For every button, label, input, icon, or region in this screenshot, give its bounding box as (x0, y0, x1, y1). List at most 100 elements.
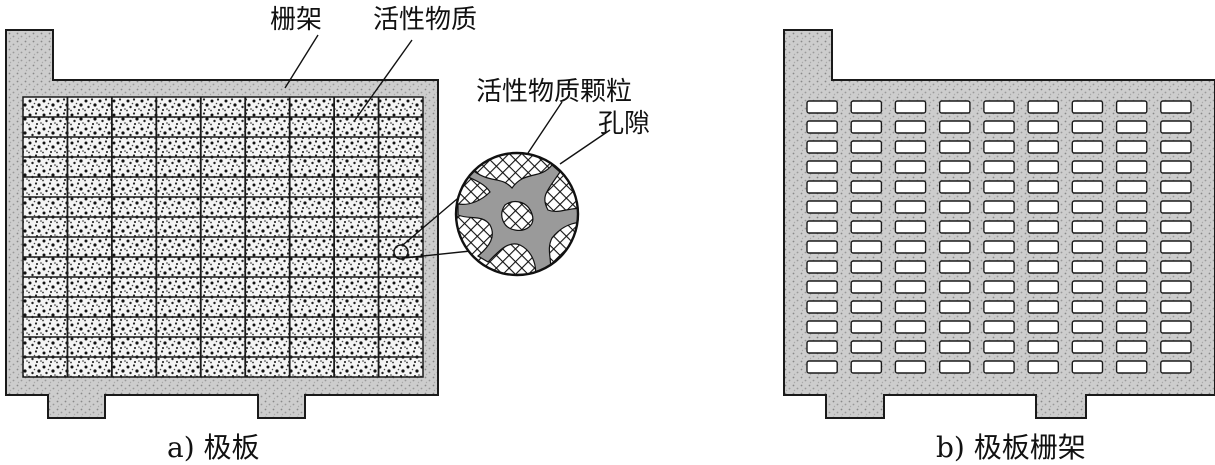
grid-window (894, 300, 927, 314)
grid-window (1071, 340, 1104, 354)
label-active-material: 活性物质 (373, 5, 477, 35)
grid-window (983, 180, 1015, 194)
grid-window (1027, 300, 1059, 314)
grid-window (1160, 320, 1192, 334)
grid-window (894, 280, 927, 294)
grid-window (939, 100, 971, 114)
grid-window (983, 280, 1015, 294)
grid-window (1115, 180, 1148, 194)
leader-active-material (354, 39, 413, 121)
grid-window (850, 180, 883, 194)
plate-a (5, 29, 439, 419)
grid-window (1115, 120, 1148, 134)
grid-window (1071, 140, 1104, 154)
grid-window (1160, 360, 1192, 374)
grid-window (850, 240, 883, 254)
plate-b-grid-windows (806, 100, 1192, 374)
grid-window (939, 200, 971, 214)
grid-window (806, 220, 838, 234)
grid-window (894, 240, 927, 254)
grid-window (894, 200, 927, 214)
plate-a-grid-lines (23, 97, 423, 377)
grid-window (939, 120, 971, 134)
grid-window (939, 160, 971, 174)
grid-window (1071, 260, 1104, 274)
plate-b (783, 29, 1215, 419)
label-grid: 栅架 (270, 5, 322, 35)
grid-window (983, 140, 1015, 154)
grid-window (1027, 200, 1059, 214)
leader-grid (284, 34, 319, 89)
grid-window (1027, 140, 1059, 154)
grid-window (1115, 340, 1148, 354)
grid-window (1115, 240, 1148, 254)
grid-window (939, 180, 971, 194)
grid-window (983, 200, 1015, 214)
grid-window (1115, 320, 1148, 334)
grid-window (939, 240, 971, 254)
grid-window (1071, 360, 1104, 374)
grid-window (1071, 280, 1104, 294)
grid-window (894, 180, 927, 194)
grid-window (1160, 280, 1192, 294)
grid-window (894, 360, 927, 374)
grid-window (894, 220, 927, 234)
grid-window (806, 360, 838, 374)
grid-window (1115, 260, 1148, 274)
caption-a: a) 极板 (167, 431, 260, 464)
leader-pores (559, 129, 611, 165)
grid-window (983, 100, 1015, 114)
grid-window (806, 160, 838, 174)
grid-window (983, 260, 1015, 274)
grid-window (1160, 100, 1192, 114)
grid-window (894, 340, 927, 354)
grid-window (1027, 100, 1059, 114)
grid-window (806, 180, 838, 194)
grid-window (850, 140, 883, 154)
grid-window (850, 360, 883, 374)
grid-window (894, 320, 927, 334)
grid-window (806, 240, 838, 254)
caption-b: b) 极板栅架 (936, 431, 1086, 464)
grid-window (894, 160, 927, 174)
grid-window (1115, 140, 1148, 154)
grid-window (806, 100, 838, 114)
grid-window (1071, 180, 1104, 194)
grid-window (983, 300, 1015, 314)
grid-window (939, 340, 971, 354)
grid-window (850, 280, 883, 294)
grid-window (1115, 200, 1148, 214)
label-pores: 孔隙 (598, 109, 650, 139)
grid-window (850, 200, 883, 214)
grid-window (1027, 220, 1059, 234)
grid-window (1027, 180, 1059, 194)
grid-window (983, 320, 1015, 334)
grid-window (939, 300, 971, 314)
grid-window (806, 340, 838, 354)
grid-window (806, 280, 838, 294)
grid-window (1115, 220, 1148, 234)
grid-window (1160, 140, 1192, 154)
grid-window (1071, 160, 1104, 174)
grid-window (939, 320, 971, 334)
grid-window (1115, 280, 1148, 294)
grid-window (1160, 220, 1192, 234)
grid-window (894, 120, 927, 134)
grid-window (983, 340, 1015, 354)
grid-window (1071, 240, 1104, 254)
grid-window (850, 120, 883, 134)
grid-window (1027, 240, 1059, 254)
grid-window (850, 300, 883, 314)
grid-window (1027, 160, 1059, 174)
zoom-origin-mark (393, 244, 409, 260)
grid-window (939, 220, 971, 234)
grid-window (806, 140, 838, 154)
grid-window (1071, 120, 1104, 134)
grid-window (1115, 160, 1148, 174)
grid-window (806, 260, 838, 274)
grid-window (983, 160, 1015, 174)
grid-window (1160, 160, 1192, 174)
grid-window (983, 240, 1015, 254)
grid-window (1115, 100, 1148, 114)
